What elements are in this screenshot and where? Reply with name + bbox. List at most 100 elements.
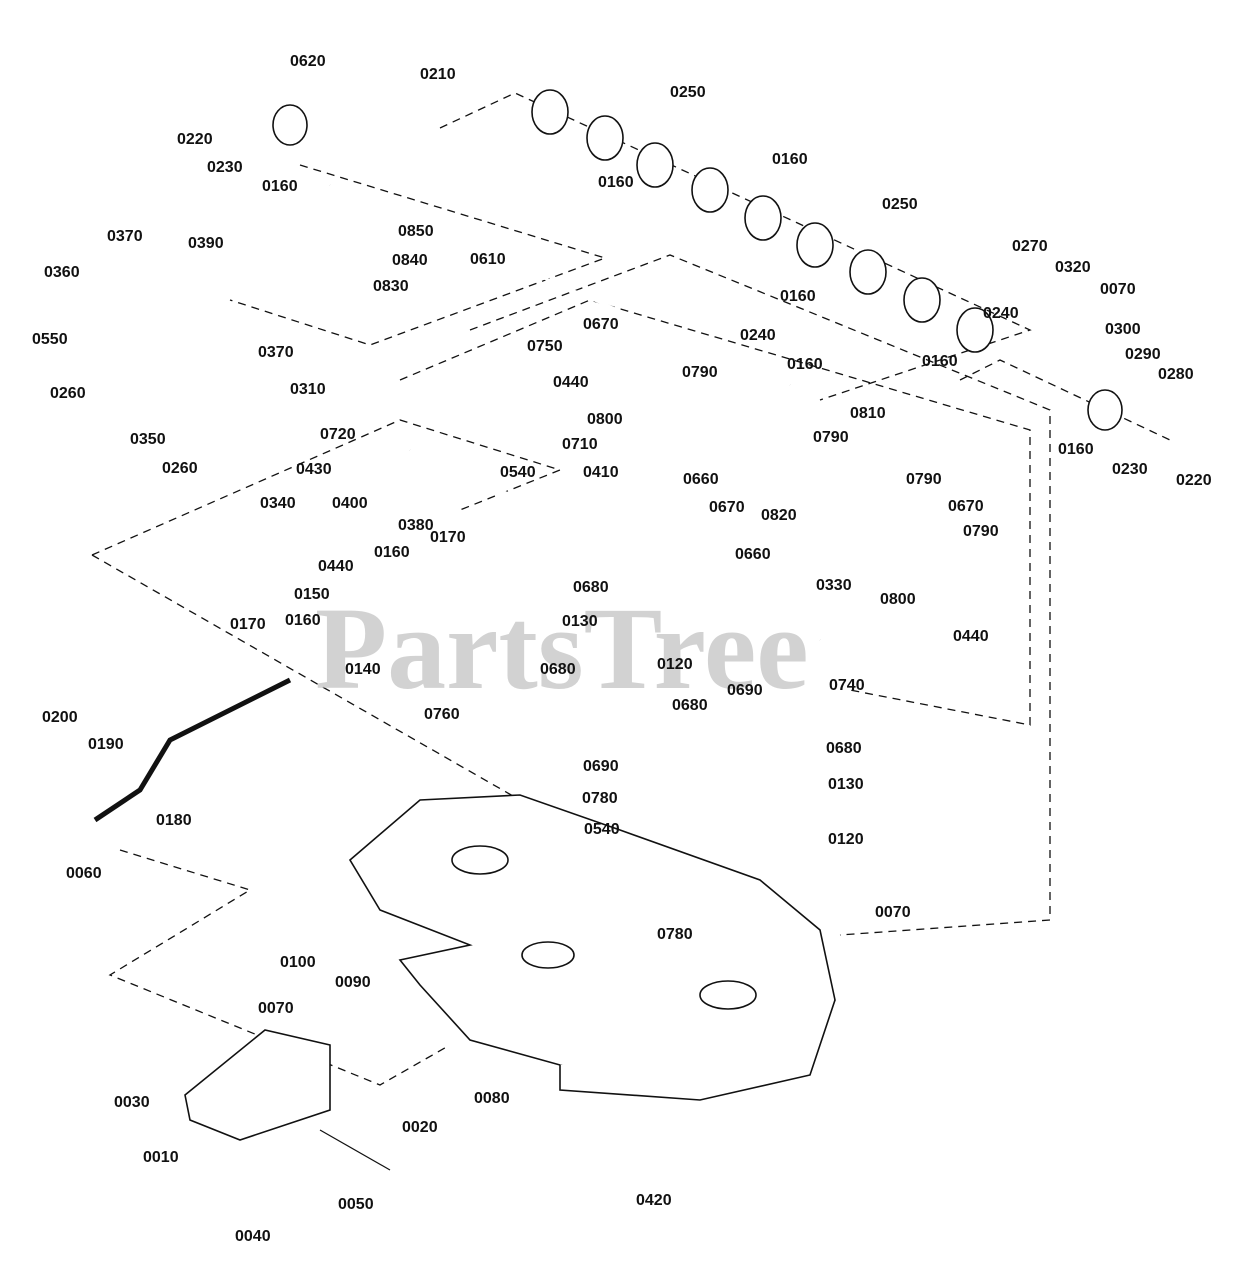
part-label-0790[interactable]: 0790 (813, 429, 849, 446)
part-label-0680[interactable]: 0680 (573, 579, 609, 596)
part-label-0780[interactable]: 0780 (657, 926, 693, 943)
part-label-0280[interactable]: 0280 (1158, 366, 1194, 383)
part-label-0250[interactable]: 0250 (670, 84, 706, 101)
part-label-0680[interactable]: 0680 (672, 697, 708, 714)
part-label-0720[interactable]: 0720 (320, 426, 356, 443)
part-label-0040[interactable]: 0040 (235, 1228, 271, 1245)
part-label-0070[interactable]: 0070 (1100, 281, 1136, 298)
part-label-0780[interactable]: 0780 (582, 790, 618, 807)
part-label-0200[interactable]: 0200 (42, 709, 78, 726)
lift-bracket (184, 1029, 391, 1171)
part-label-0230[interactable]: 0230 (207, 159, 243, 176)
part-label-0070[interactable]: 0070 (258, 1000, 294, 1017)
part-label-0020[interactable]: 0020 (402, 1119, 438, 1136)
part-label-0690[interactable]: 0690 (583, 758, 619, 775)
part-label-0120[interactable]: 0120 (657, 656, 693, 673)
part-label-0060[interactable]: 0060 (66, 865, 102, 882)
part-label-0160[interactable]: 0160 (922, 353, 958, 370)
part-label-0690[interactable]: 0690 (727, 682, 763, 699)
part-label-0210[interactable]: 0210 (420, 66, 456, 83)
part-label-0160[interactable]: 0160 (262, 178, 298, 195)
part-label-0030[interactable]: 0030 (114, 1094, 150, 1111)
part-label-0350[interactable]: 0350 (130, 431, 166, 448)
part-label-0660[interactable]: 0660 (683, 471, 719, 488)
part-label-0370[interactable]: 0370 (258, 344, 294, 361)
part-label-0160[interactable]: 0160 (780, 288, 816, 305)
part-label-0240[interactable]: 0240 (983, 305, 1019, 322)
part-label-0790[interactable]: 0790 (682, 364, 718, 381)
part-label-0760[interactable]: 0760 (424, 706, 460, 723)
part-label-0440[interactable]: 0440 (953, 628, 989, 645)
part-label-0290[interactable]: 0290 (1125, 346, 1161, 363)
part-label-0430[interactable]: 0430 (296, 461, 332, 478)
part-label-0160[interactable]: 0160 (787, 356, 823, 373)
part-label-0610[interactable]: 0610 (470, 251, 506, 268)
part-label-0680[interactable]: 0680 (826, 740, 862, 757)
part-label-0740[interactable]: 0740 (829, 677, 865, 694)
part-label-0160[interactable]: 0160 (285, 612, 321, 629)
part-label-0140[interactable]: 0140 (345, 661, 381, 678)
part-label-0420[interactable]: 0420 (636, 1192, 672, 1209)
part-label-0710[interactable]: 0710 (562, 436, 598, 453)
part-label-0550[interactable]: 0550 (32, 331, 68, 348)
part-label-0240[interactable]: 0240 (740, 327, 776, 344)
part-label-0270[interactable]: 0270 (1012, 238, 1048, 255)
part-label-0370[interactable]: 0370 (107, 228, 143, 245)
part-label-0320[interactable]: 0320 (1055, 259, 1091, 276)
part-label-0100[interactable]: 0100 (280, 954, 316, 971)
part-label-0790[interactable]: 0790 (963, 523, 999, 540)
part-label-0670[interactable]: 0670 (583, 316, 619, 333)
part-label-0810[interactable]: 0810 (850, 405, 886, 422)
part-label-0410[interactable]: 0410 (583, 464, 619, 481)
part-label-0380[interactable]: 0380 (398, 517, 434, 534)
part-label-0230[interactable]: 0230 (1112, 461, 1148, 478)
part-label-0160[interactable]: 0160 (1058, 441, 1094, 458)
part-label-0440[interactable]: 0440 (318, 558, 354, 575)
part-label-0850[interactable]: 0850 (398, 223, 434, 240)
part-label-0800[interactable]: 0800 (587, 411, 623, 428)
part-label-0260[interactable]: 0260 (162, 460, 198, 477)
part-label-0670[interactable]: 0670 (709, 499, 745, 516)
part-label-0330[interactable]: 0330 (816, 577, 852, 594)
part-label-0070[interactable]: 0070 (875, 904, 911, 921)
part-label-0820[interactable]: 0820 (761, 507, 797, 524)
part-label-0340[interactable]: 0340 (260, 495, 296, 512)
part-label-0050[interactable]: 0050 (338, 1196, 374, 1213)
part-label-0440[interactable]: 0440 (553, 374, 589, 391)
part-label-0840[interactable]: 0840 (392, 252, 428, 269)
part-label-0750[interactable]: 0750 (527, 338, 563, 355)
part-label-0120[interactable]: 0120 (828, 831, 864, 848)
part-label-0160[interactable]: 0160 (772, 151, 808, 168)
part-label-0660[interactable]: 0660 (735, 546, 771, 563)
part-label-0080[interactable]: 0080 (474, 1090, 510, 1107)
part-label-0620[interactable]: 0620 (290, 53, 326, 70)
part-label-0130[interactable]: 0130 (828, 776, 864, 793)
part-label-0160[interactable]: 0160 (374, 544, 410, 561)
part-label-0090[interactable]: 0090 (335, 974, 371, 991)
part-label-0130[interactable]: 0130 (562, 613, 598, 630)
part-label-0170[interactable]: 0170 (230, 616, 266, 633)
part-label-0250[interactable]: 0250 (882, 196, 918, 213)
part-label-0190[interactable]: 0190 (88, 736, 124, 753)
part-label-0010[interactable]: 0010 (143, 1149, 179, 1166)
part-label-0220[interactable]: 0220 (177, 131, 213, 148)
part-label-0680[interactable]: 0680 (540, 661, 576, 678)
part-label-0540[interactable]: 0540 (584, 821, 620, 838)
part-label-0310[interactable]: 0310 (290, 381, 326, 398)
part-label-0800[interactable]: 0800 (880, 591, 916, 608)
part-label-0170[interactable]: 0170 (430, 529, 466, 546)
part-label-0670[interactable]: 0670 (948, 498, 984, 515)
part-label-0220[interactable]: 0220 (1176, 472, 1212, 489)
part-label-0150[interactable]: 0150 (294, 586, 330, 603)
part-label-0360[interactable]: 0360 (44, 264, 80, 281)
part-label-0830[interactable]: 0830 (373, 278, 409, 295)
part-label-0540[interactable]: 0540 (500, 464, 536, 481)
part-label-0160[interactable]: 0160 (598, 174, 634, 191)
part-label-0790[interactable]: 0790 (906, 471, 942, 488)
part-label-0180[interactable]: 0180 (156, 812, 192, 829)
part-label-0400[interactable]: 0400 (332, 495, 368, 512)
part-label-0260[interactable]: 0260 (50, 385, 86, 402)
part-label-0300[interactable]: 0300 (1105, 321, 1141, 338)
part-label-0390[interactable]: 0390 (188, 235, 224, 252)
